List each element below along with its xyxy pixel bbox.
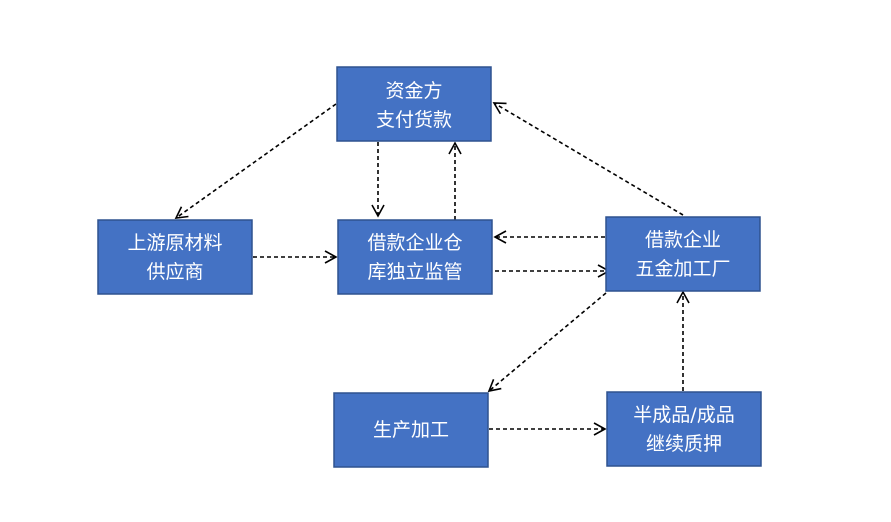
edge-factory-to-production-line — [488, 292, 607, 392]
edge-funder-to-supplier-line — [175, 103, 337, 219]
node-supplier-line2: 供应商 — [146, 261, 203, 283]
edges — [174, 102, 690, 436]
node-supplier: 上游原材料 供应商 — [97, 219, 253, 295]
edge-factory-to-production — [487, 292, 607, 393]
node-warehouse-line2: 库独立监管 — [367, 261, 462, 283]
edge-supplier-to-warehouse-arrowhead — [324, 250, 338, 264]
edge-funder-to-warehouse — [371, 142, 385, 218]
edge-factory-to-funder-line — [493, 102, 684, 216]
node-pledge-line1: 半成品/成品 — [633, 404, 734, 426]
node-supplier-line1: 上游原材料 — [127, 232, 222, 254]
node-warehouse-line1: 借款企业仓 — [367, 232, 462, 254]
node-funder-line2: 支付货款 — [376, 109, 452, 131]
edge-supplier-to-warehouse — [253, 250, 338, 264]
node-pledge-line2: 继续质押 — [646, 433, 722, 455]
edge-production-to-pledge-arrowhead — [593, 422, 607, 436]
node-warehouse: 借款企业仓 库独立监管 — [337, 219, 493, 295]
edge-funder-to-supplier — [174, 103, 337, 219]
node-production: 生产加工 — [333, 392, 489, 468]
edge-production-to-pledge — [489, 422, 607, 436]
edge-factory-to-warehouse — [493, 230, 605, 244]
node-factory-line1: 借款企业 — [645, 229, 721, 251]
node-factory: 借款企业 五金加工厂 — [605, 216, 761, 292]
edge-warehouse-to-funder — [448, 141, 462, 220]
node-funder: 资金方 支付货款 — [336, 66, 492, 142]
edge-factory-to-production-arrowhead — [487, 379, 502, 393]
node-funder-line1: 资金方 — [385, 80, 442, 102]
edge-factory-to-funder — [492, 102, 684, 216]
edge-factory-to-warehouse-arrowhead — [493, 230, 507, 244]
edge-warehouse-to-funder-arrowhead — [448, 141, 462, 155]
node-pledge: 半成品/成品 继续质押 — [606, 391, 762, 467]
edge-factory-to-funder-arrowhead — [492, 102, 507, 115]
edge-warehouse-to-factory — [495, 264, 611, 278]
edge-funder-to-warehouse-arrowhead — [371, 204, 385, 218]
edge-pledge-to-factory-arrowhead — [676, 290, 690, 304]
node-factory-line2: 五金加工厂 — [635, 258, 730, 280]
node-production-line1: 生产加工 — [373, 419, 449, 441]
edge-pledge-to-factory — [676, 290, 690, 391]
edge-funder-to-supplier-arrowhead — [174, 206, 189, 219]
